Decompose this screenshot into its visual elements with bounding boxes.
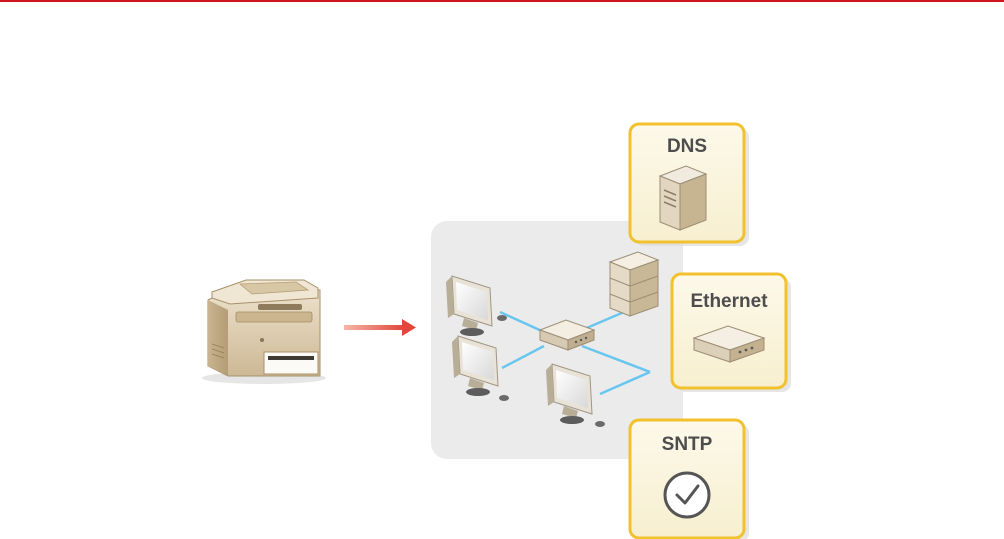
server-rack-icon xyxy=(610,252,658,316)
dns-card: DNS xyxy=(630,124,749,246)
clock-icon xyxy=(665,473,709,517)
printer-icon xyxy=(202,280,326,384)
server-tower-icon xyxy=(660,166,706,230)
dns-card-label: DNS xyxy=(667,136,707,157)
sntp-card-label: SNTP xyxy=(662,434,713,455)
ethernet-card: Ethernet xyxy=(672,274,791,392)
ethernet-card-label: Ethernet xyxy=(690,291,768,312)
sntp-card: SNTP xyxy=(630,420,749,539)
connection-arrow-icon xyxy=(344,319,416,336)
